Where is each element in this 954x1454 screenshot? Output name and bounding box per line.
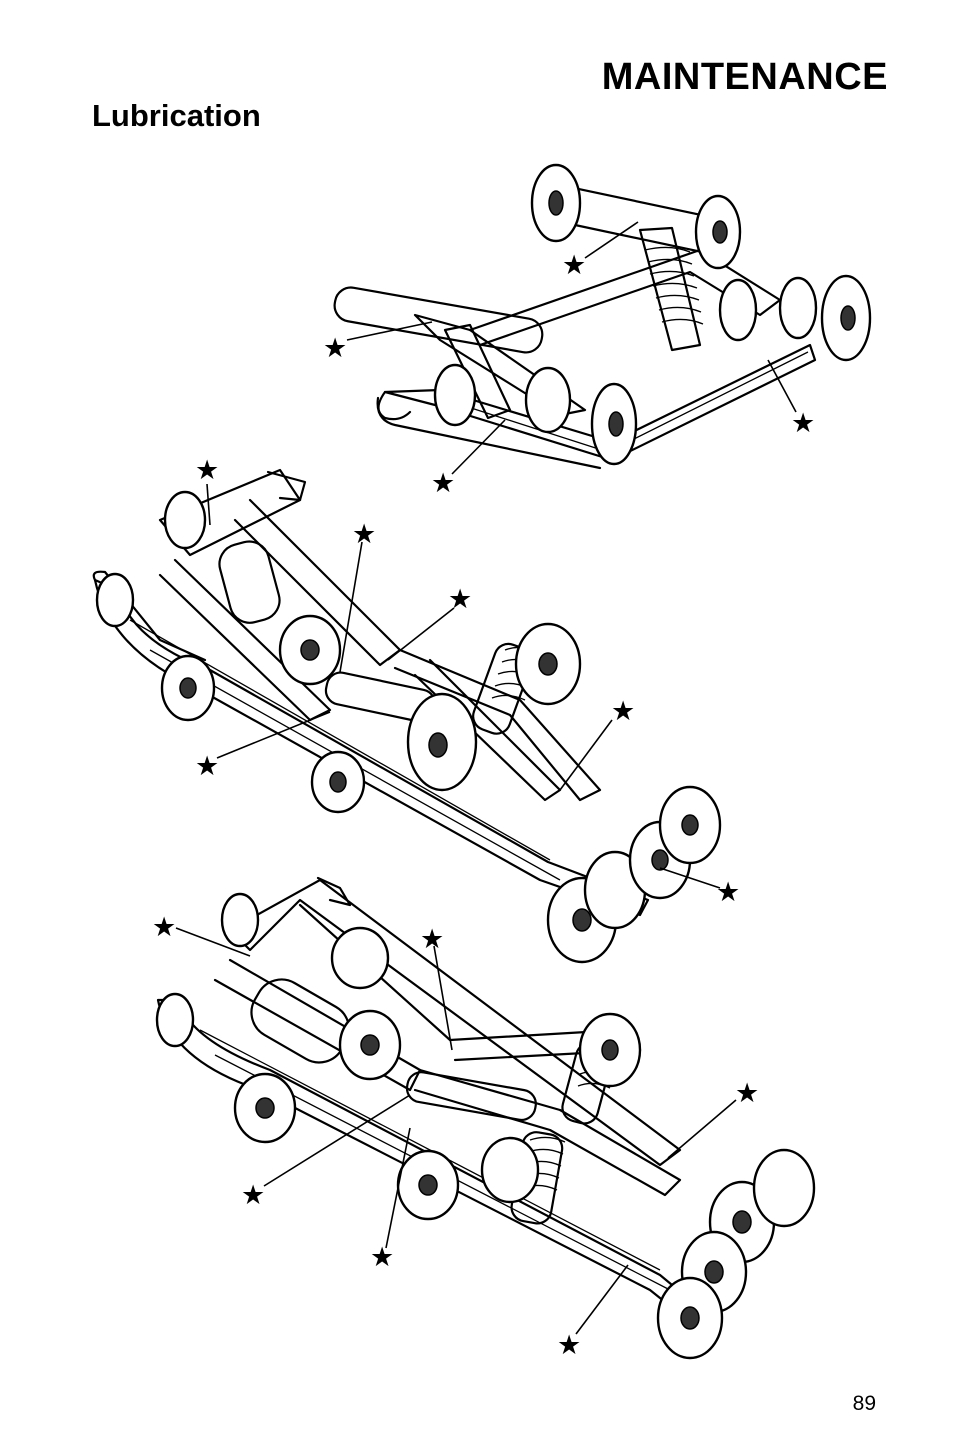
grease-point-star-icon: ★ [241, 1180, 265, 1211]
grease-point-star-icon: ★ [420, 924, 444, 955]
grease-point-star-icon: ★ [152, 912, 176, 943]
grease-point-star-icon: ★ [370, 1242, 394, 1273]
grease-point-star-icon: ★ [352, 519, 376, 550]
grease-point-star-icon: ★ [716, 877, 740, 908]
grease-point-star-icon: ★ [791, 408, 815, 439]
grease-point-star-icon: ★ [557, 1330, 581, 1361]
grease-point-star-icon: ★ [448, 584, 472, 615]
grease-point-star-icon: ★ [323, 333, 347, 364]
grease-point-star-icon: ★ [735, 1078, 759, 1109]
grease-point-star-icon: ★ [431, 468, 455, 499]
page-number: 89 [853, 1392, 876, 1416]
grease-point-star-icon: ★ [195, 751, 219, 782]
grease-point-star-icon: ★ [562, 250, 586, 281]
grease-point-star-icon: ★ [611, 696, 635, 727]
rear-suspension-view-1 [332, 165, 870, 468]
grease-point-star-icon: ★ [195, 455, 219, 486]
